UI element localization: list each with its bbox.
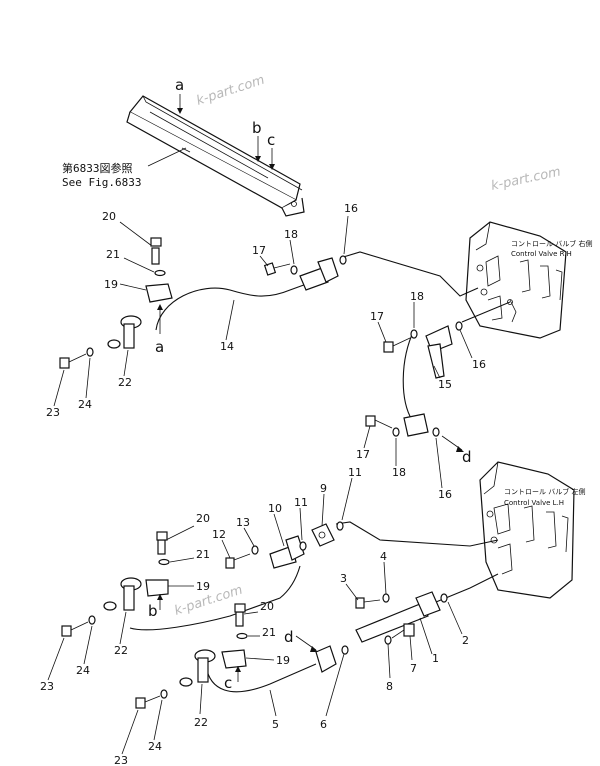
ref-letter-d-low: d bbox=[284, 628, 294, 646]
bolt-20-upper bbox=[150, 237, 162, 247]
ref-letter-c: c bbox=[267, 131, 275, 149]
callout-20b: 20 bbox=[196, 512, 210, 525]
bolt-23-mid bbox=[61, 615, 96, 637]
hose-to-valve-rh bbox=[339, 251, 479, 297]
callout-14: 14 bbox=[220, 340, 234, 353]
o-ring-11 bbox=[299, 541, 307, 551]
elbow-fitting-upper bbox=[299, 255, 347, 291]
hose-14 bbox=[155, 281, 313, 331]
line-to-valve-rh bbox=[461, 301, 511, 323]
fitting-22-mid bbox=[103, 577, 142, 611]
control-valve-lh bbox=[479, 461, 575, 599]
ref-letter-d-right: d bbox=[462, 448, 472, 466]
watermark: k-part.com bbox=[490, 165, 562, 194]
fitting-22-low bbox=[179, 649, 216, 687]
callout-18b: 18 bbox=[410, 290, 424, 303]
bolt-20-mid bbox=[156, 531, 168, 541]
callout-21c: 21 bbox=[262, 626, 276, 639]
callout-21a: 21 bbox=[106, 248, 120, 261]
ref-letter-a-low: a bbox=[155, 338, 164, 356]
control-valve-lh-jp: コントロール バルブ 左側 bbox=[504, 487, 585, 496]
callout-12: 12 bbox=[212, 528, 226, 541]
callout-19a: 19 bbox=[104, 278, 118, 291]
bolt-17-upper bbox=[263, 262, 298, 276]
callout-13: 13 bbox=[236, 516, 250, 529]
flange-9 bbox=[311, 521, 344, 547]
callout-17c: 17 bbox=[356, 448, 370, 461]
callout-17a: 17 bbox=[252, 244, 266, 257]
callout-4: 4 bbox=[380, 550, 387, 563]
hose-5 bbox=[205, 663, 317, 693]
bolt-23-upper bbox=[59, 347, 94, 369]
callout-2: 2 bbox=[462, 634, 469, 647]
ref-letter-a: a bbox=[175, 76, 184, 94]
callout-1: 1 bbox=[432, 652, 439, 665]
callout-6: 6 bbox=[320, 718, 327, 731]
control-valve-rh-en: Control Valve R.H bbox=[511, 250, 572, 258]
bolt-17-right bbox=[383, 329, 418, 353]
bolt-20-low bbox=[234, 603, 246, 613]
clamp-19-upper bbox=[145, 247, 173, 303]
callout-15: 15 bbox=[438, 378, 452, 391]
bolt-7 bbox=[384, 623, 415, 645]
callout-10: 10 bbox=[268, 502, 282, 515]
callout-7: 7 bbox=[410, 662, 417, 675]
callout-17b: 17 bbox=[370, 310, 384, 323]
see-fig-note-jp: 第6833図参照 bbox=[62, 161, 133, 175]
elbow-fitting-right bbox=[403, 321, 463, 437]
callout-19c: 19 bbox=[276, 654, 290, 667]
clamp-19-low bbox=[221, 611, 248, 669]
callout-9: 9 bbox=[320, 482, 327, 495]
ref-letter-b-low: b bbox=[148, 602, 158, 620]
control-valve-lh-en: Control Valve L.H bbox=[504, 499, 564, 507]
callout-20a: 20 bbox=[102, 210, 116, 223]
callouts: 1 2 3 4 5 6 7 8 9 10 11 11 12 13 14 15 1… bbox=[40, 202, 486, 766]
callout-22b: 22 bbox=[114, 644, 128, 657]
see-fig-note-en: See Fig.6833 bbox=[62, 176, 141, 189]
callout-16c: 16 bbox=[438, 488, 452, 501]
callout-24c: 24 bbox=[148, 740, 162, 753]
bolt-3 bbox=[355, 593, 390, 609]
callout-20c: 20 bbox=[260, 600, 274, 613]
elbow-fitting-d bbox=[315, 645, 349, 673]
tube-15 bbox=[402, 329, 415, 421]
bolt-23-low bbox=[135, 689, 168, 709]
callout-22a: 22 bbox=[118, 376, 132, 389]
callout-16a: 16 bbox=[344, 202, 358, 215]
hose-10 bbox=[129, 565, 301, 631]
o-ring-16-low bbox=[432, 427, 440, 437]
tube-1 bbox=[355, 591, 448, 643]
ref-letter-c-low: c bbox=[224, 674, 232, 692]
callout-5: 5 bbox=[272, 718, 279, 731]
callout-11b: 11 bbox=[348, 466, 362, 479]
bolt-12 bbox=[225, 545, 259, 569]
clamp-19-mid bbox=[145, 539, 170, 597]
bolt-17-low bbox=[365, 415, 400, 437]
callout-24b: 24 bbox=[76, 664, 90, 677]
callout-23b: 23 bbox=[40, 680, 54, 693]
callout-23a: 23 bbox=[46, 406, 60, 419]
callout-21b: 21 bbox=[196, 548, 210, 561]
frame-rail bbox=[126, 95, 305, 217]
callout-18a: 18 bbox=[284, 228, 298, 241]
callout-8: 8 bbox=[386, 680, 393, 693]
callout-23c: 23 bbox=[114, 754, 128, 766]
callout-3: 3 bbox=[340, 572, 347, 585]
callout-16b: 16 bbox=[472, 358, 486, 371]
hose-to-valve-lh-upper bbox=[335, 521, 499, 547]
elbow-fitting-10 bbox=[269, 535, 305, 569]
watermark: k-part.com bbox=[195, 73, 267, 109]
callout-11a: 11 bbox=[294, 496, 308, 509]
callout-24a: 24 bbox=[78, 398, 92, 411]
ref-letter-b: b bbox=[252, 119, 262, 137]
control-valve-rh-jp: コントロール バルブ 右側 bbox=[511, 239, 592, 248]
callout-22c: 22 bbox=[194, 716, 208, 729]
callout-18c: 18 bbox=[392, 466, 406, 479]
fitting-22-upper bbox=[107, 315, 142, 349]
control-valve-rh bbox=[465, 221, 567, 339]
callout-19b: 19 bbox=[196, 580, 210, 593]
